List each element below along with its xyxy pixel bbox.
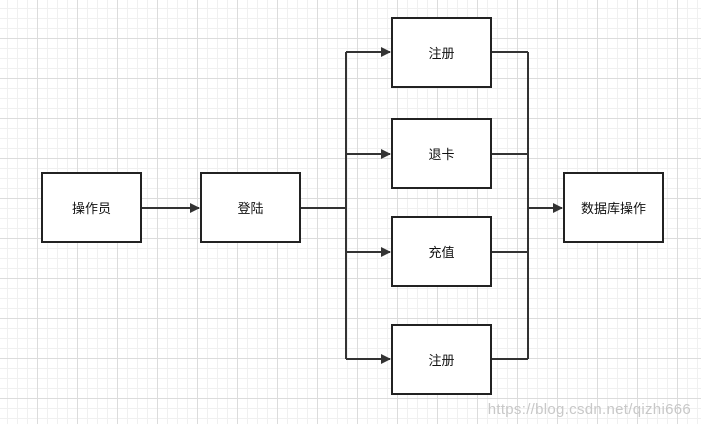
node-database-label: 数据库操作 [580,202,646,217]
node-recharge: 充值 [391,216,492,287]
watermark-text: https://blog.csdn.net/qizhi666 [487,401,691,418]
node-login: 登陆 [200,172,301,243]
node-register-top: 注册 [391,17,492,88]
node-login-label: 登陆 [237,202,264,217]
node-register-bottom-label: 注册 [428,354,455,369]
node-register-top-label: 注册 [428,47,455,62]
node-register-bottom: 注册 [391,324,492,395]
node-return-card: 退卡 [391,118,492,189]
node-operator-label: 操作员 [71,202,111,217]
node-recharge-label: 充值 [428,246,455,261]
node-return-card-label: 退卡 [428,148,455,163]
node-operator: 操作员 [41,172,142,243]
node-database: 数据库操作 [563,172,664,243]
